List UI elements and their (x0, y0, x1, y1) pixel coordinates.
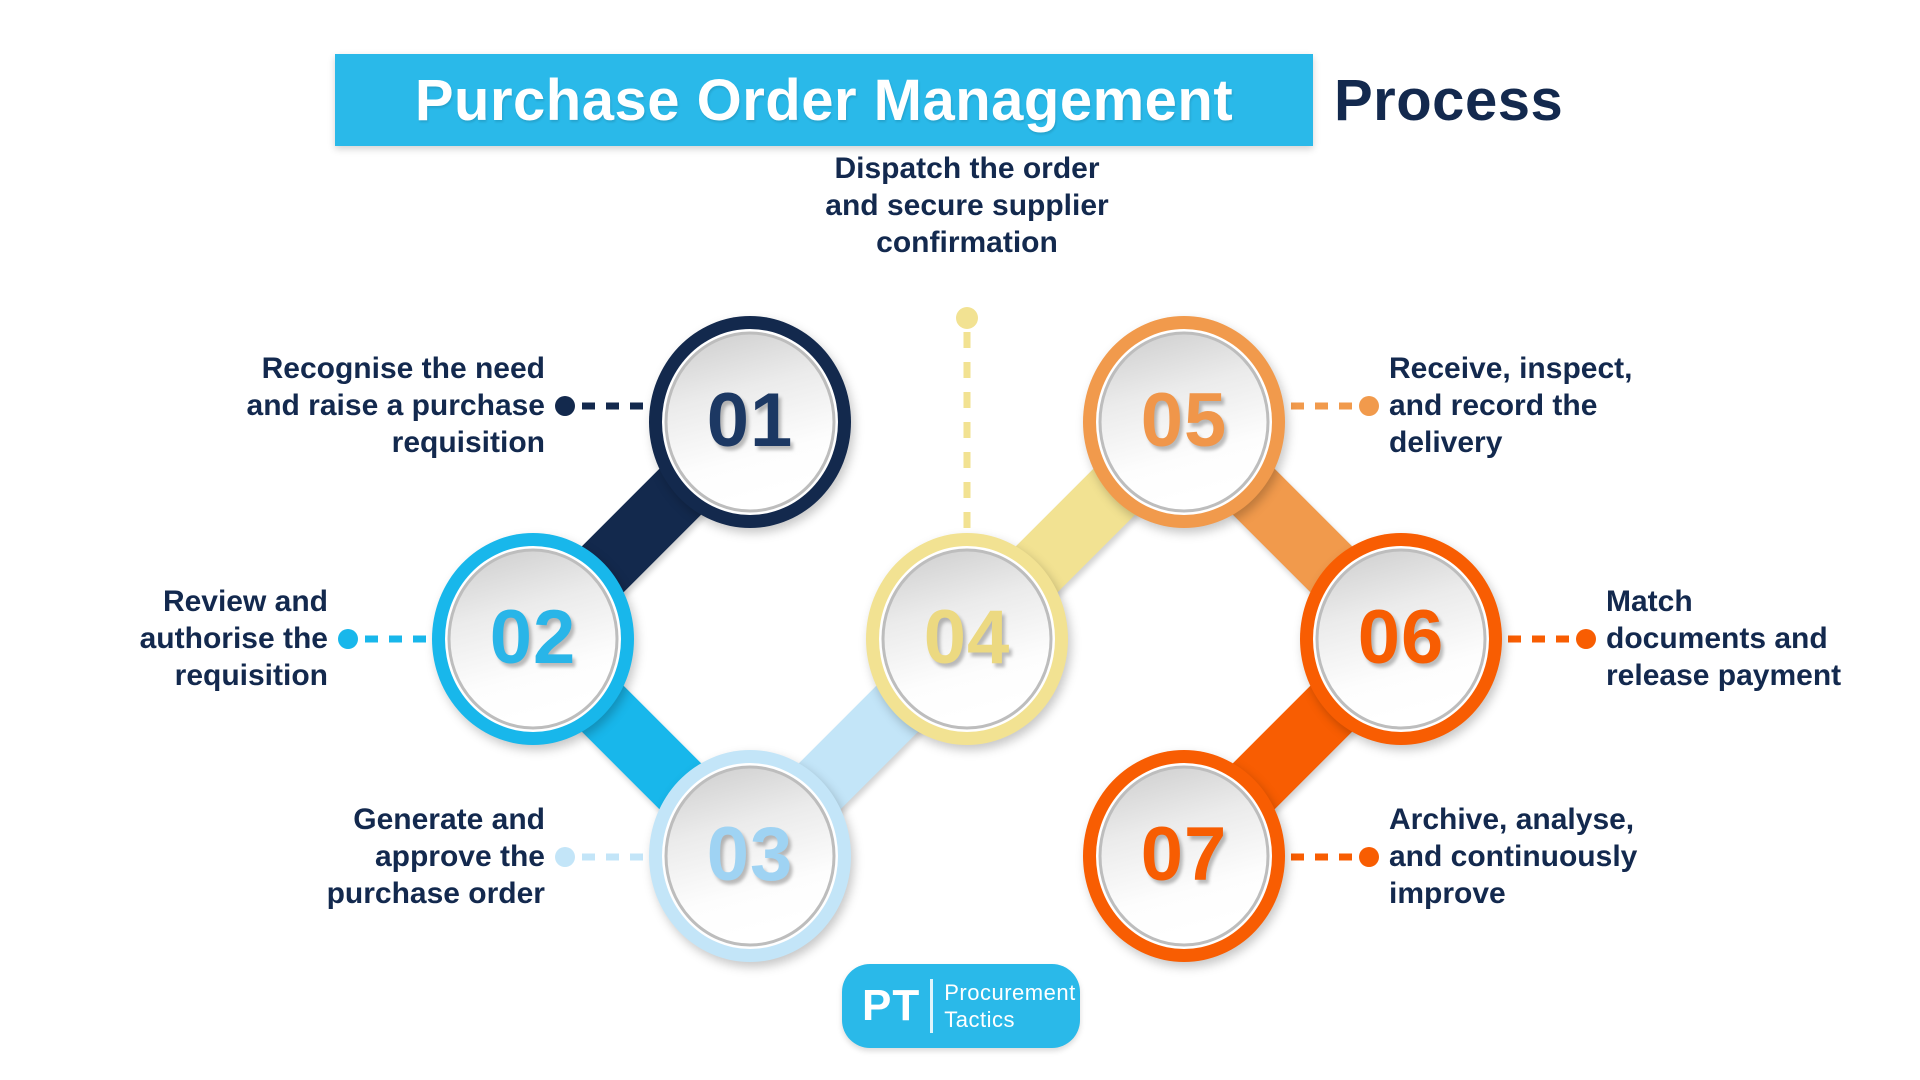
step-label-line: requisition (174, 659, 328, 692)
step-number: 05 (1140, 377, 1228, 463)
step-label-line: confirmation (876, 226, 1058, 259)
title-bar: Purchase Order Management Process (0, 54, 1920, 146)
step-number: 04 (923, 594, 1011, 680)
step-label-line: Review and (162, 585, 328, 618)
step-label-line: delivery (1389, 426, 1503, 459)
step-label-line: and raise a purchase (246, 389, 545, 422)
step-label: Match documents and release payment (1606, 583, 1841, 694)
logo-name-line2: Tactics (944, 1007, 1015, 1032)
title-highlight-box: Purchase Order Management (335, 54, 1313, 146)
callout-dot (1576, 629, 1596, 649)
step-label-line: and continuously (1389, 840, 1638, 873)
step-label-line: Generate and (353, 803, 545, 836)
step-circles (432, 316, 1502, 962)
callout-dot (1359, 396, 1379, 416)
step-label: Receive, inspect, and record the delivery (1389, 350, 1632, 461)
step-circle-03 (649, 750, 851, 962)
step-label-line: authorise the (139, 622, 328, 655)
step-label: Generate and approve the purchase order (327, 801, 545, 912)
title-highlight-text: Purchase Order Management (414, 67, 1234, 133)
step-number: 07 (1140, 811, 1228, 897)
step-circle-05 (1083, 316, 1285, 528)
step-label: Recognise the need and raise a purchase re… (247, 350, 545, 461)
logo-monogram: PT (862, 981, 921, 1030)
callout-dot (1359, 847, 1379, 867)
step-label: Review and authorise the requisition (140, 583, 328, 694)
step-number: 03 (706, 811, 794, 897)
title-plain-text: Process (1334, 67, 1564, 133)
step-label: Archive, analyse, and continuously improve (1389, 801, 1637, 912)
logo-divider (930, 979, 934, 1033)
step-label-line: release payment (1606, 659, 1842, 692)
step-circle-01 (649, 316, 851, 528)
callout-dot (555, 396, 575, 416)
callout-dot (338, 629, 358, 649)
step-label-line: Recognise the need (261, 352, 545, 385)
step-label-line: Receive, inspect, (1389, 352, 1633, 385)
step-label: Dispatch the order and secure supplier con… (825, 150, 1108, 261)
callout-lines (338, 307, 1596, 867)
callout-dot (956, 307, 978, 329)
step-label-line: Dispatch the order (834, 152, 1100, 185)
step-label-line: Match (1606, 585, 1693, 618)
step-label-line: and record the (1389, 389, 1598, 422)
step-label-line: Archive, analyse, (1389, 803, 1635, 836)
step-number: 01 (706, 377, 794, 463)
step-label-line: approve the (374, 840, 545, 873)
step-circle-07 (1083, 750, 1285, 962)
logo-name: Procurement Tactics (944, 979, 1075, 1033)
callout-dot (555, 847, 575, 867)
step-label-line: and secure supplier (825, 189, 1109, 222)
step-circle-06 (1300, 533, 1502, 745)
step-number: 02 (489, 594, 577, 680)
step-label-line: documents and (1606, 622, 1828, 655)
step-circle-04 (866, 533, 1068, 745)
step-label-line: improve (1389, 877, 1506, 910)
logo-name-line1: Procurement (944, 980, 1076, 1005)
procurement-tactics-logo: PT Procurement Tactics (842, 964, 1080, 1048)
step-label-line: requisition (391, 426, 545, 459)
step-circle-02 (432, 533, 634, 745)
step-label-line: purchase order (326, 877, 545, 910)
step-number: 06 (1357, 594, 1445, 680)
